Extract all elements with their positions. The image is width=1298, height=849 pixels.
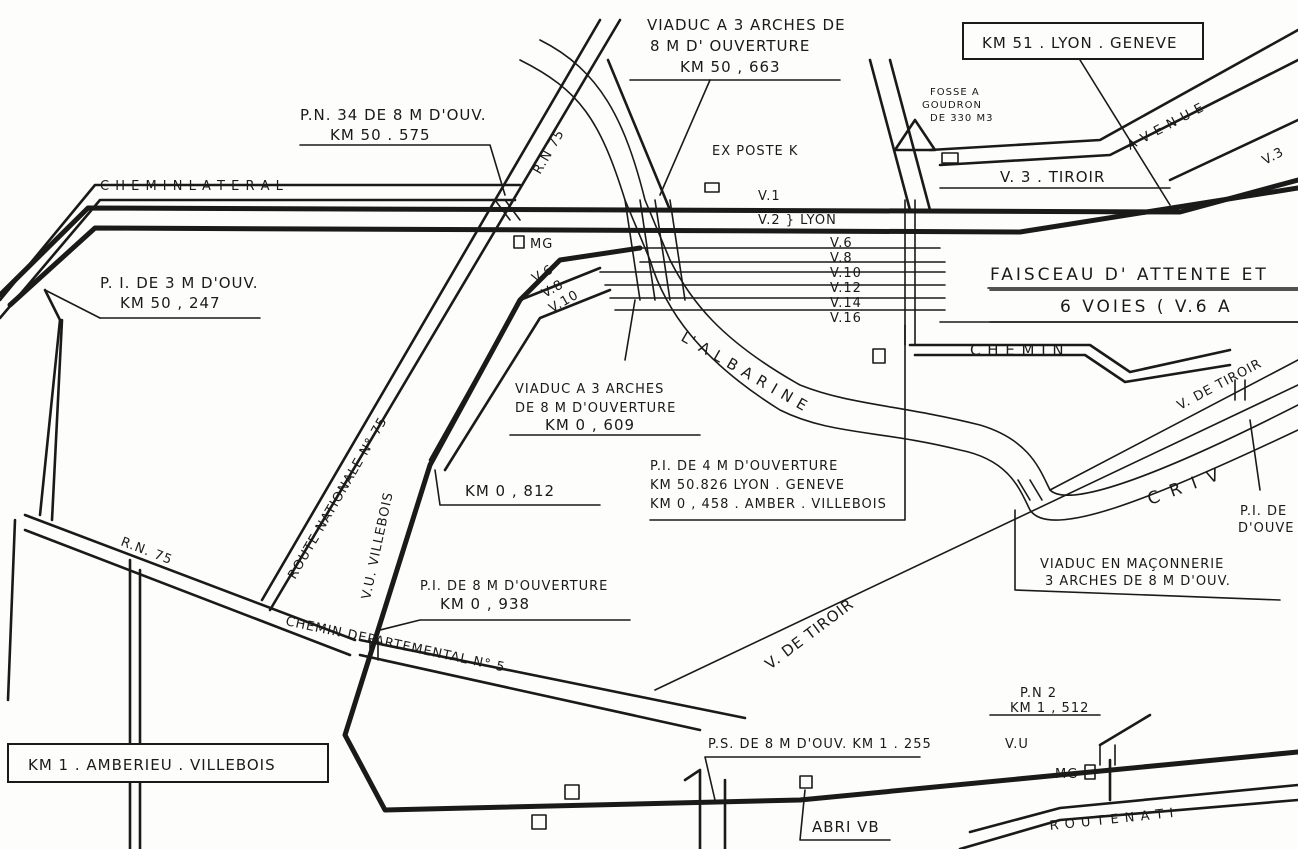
viaduc-mid-line3: KM 0 , 609: [545, 416, 635, 434]
pn34-line2: KM 50 . 575: [330, 126, 431, 144]
v3-tiroir-label: V. 3 . TIROIR: [1000, 168, 1105, 186]
rn75-top-label: R.N 75: [530, 127, 568, 177]
fosse-line2: GOUDRON: [922, 100, 982, 111]
fosse-goudron-icon: [941, 152, 959, 164]
chemin-right-label: C H E M I N: [970, 341, 1065, 359]
km-0812-label: KM 0 , 812: [465, 482, 555, 500]
rn75-left-label: R.N. 75: [119, 535, 175, 568]
viaduc-mid-line1: VIADUC A 3 ARCHES: [515, 382, 664, 397]
v-de-tiroir-label: V. DE TIROIR: [762, 595, 858, 673]
line-work: [0, 18, 1298, 849]
v16-label: V.16: [830, 311, 862, 326]
faisceau-line1: FAISCEAU D' ATTENTE ET: [990, 265, 1269, 285]
v8-label: V.8: [830, 251, 853, 266]
chemin-dep-label: CHEMIN DEPARTEMENTAL N° 5: [284, 614, 507, 675]
viaduc-maconnerie-line2: 3 ARCHES DE 8 M D'OUV.: [1045, 574, 1231, 589]
km51-label: KM 51 . LYON . GENEVE: [982, 34, 1178, 52]
albarine-label: L' A L B A R I N E: [678, 328, 811, 415]
ex-poste-label: EX POSTE K: [712, 144, 798, 159]
pn2-line2: KM 1 , 512: [1010, 701, 1089, 716]
km1-box: KM 1 . AMBERIEU . VILLEBOIS: [7, 743, 329, 783]
viaduc-top-line3: KM 50 , 663: [680, 58, 781, 76]
mg-hut-bottom-icon: [1084, 764, 1096, 780]
map-symbols: [513, 152, 1096, 830]
v2-lyon-label: V.2 } LYON: [758, 213, 837, 228]
abri-vb-label: ABRI VB: [812, 818, 880, 836]
fosse-line3: DE 330 M3: [930, 113, 993, 124]
km51-box: KM 51 . LYON . GENEVE: [962, 22, 1204, 60]
mg-top-label: MG: [530, 237, 553, 252]
v1-label: V.1: [758, 189, 781, 204]
abri-vb-icon: [799, 775, 813, 789]
v12-label: V.12: [830, 281, 862, 296]
viaduc-top-line2: 8 M D' OUVERTURE: [650, 37, 810, 55]
faisceau-line2: 6 VOIES ( V.6 A: [1060, 297, 1233, 317]
hut-icon: [872, 348, 886, 364]
hut-bottom-icon: [564, 784, 580, 800]
pi-right-line1: P.I. DE: [1240, 504, 1287, 519]
v6-label: V.6: [830, 236, 853, 251]
viaduc-maconnerie-line1: VIADUC EN MAÇONNERIE: [1040, 557, 1224, 572]
pi-3m-line2: KM 50 , 247: [120, 294, 221, 312]
pn34-line1: P.N. 34 DE 8 M D'OUV.: [300, 106, 486, 124]
mg-hut-top-icon: [513, 235, 525, 249]
pn2-line1: P.N 2: [1020, 686, 1057, 701]
text-labels: VIADUC A 3 ARCHES DE 8 M D' OUVERTURE KM…: [100, 16, 1294, 836]
hut-bottom-2-icon: [531, 814, 547, 830]
viaduc-mid-line2: DE 8 M D'OUVERTURE: [515, 401, 676, 416]
v14-label: V.14: [830, 296, 862, 311]
v3-right-label: V.3: [1260, 145, 1287, 169]
v10-label: V.10: [830, 266, 862, 281]
ex-poste-k-icon: [704, 182, 720, 193]
pi-4m-line2: KM 50.826 LYON . GENEVE: [650, 478, 845, 493]
viaduc-top-line1: VIADUC A 3 ARCHES DE: [647, 16, 846, 34]
fosse-line1: FOSSE A: [930, 87, 980, 98]
pi-4m-line1: P.I. DE 4 M D'OUVERTURE: [650, 459, 838, 474]
pi-8m-line2: KM 0 , 938: [440, 595, 530, 613]
km1-label: KM 1 . AMBERIEU . VILLEBOIS: [28, 756, 276, 774]
chemin-lateral-label: C H E M I N L A T E R A L: [100, 179, 284, 194]
avenue-label: A V E N U E: [1125, 100, 1207, 153]
mg-bottom-label: MG: [1055, 767, 1078, 782]
vu-bottom-label: V.U: [1005, 737, 1029, 752]
pi-8m-line1: P.I. DE 8 M D'OUVERTURE: [420, 579, 608, 594]
pi-4m-line3: KM 0 , 458 . AMBER . VILLEBOIS: [650, 497, 887, 512]
pi-right-line2: D'OUVE: [1238, 521, 1294, 536]
route-nat-bottom-label: R O U T E N A T I: [1049, 806, 1175, 834]
ps-8m-label: P.S. DE 8 M D'OUV. KM 1 . 255: [708, 737, 932, 752]
pi-3m-line1: P. I. DE 3 M D'OUV.: [100, 274, 259, 292]
